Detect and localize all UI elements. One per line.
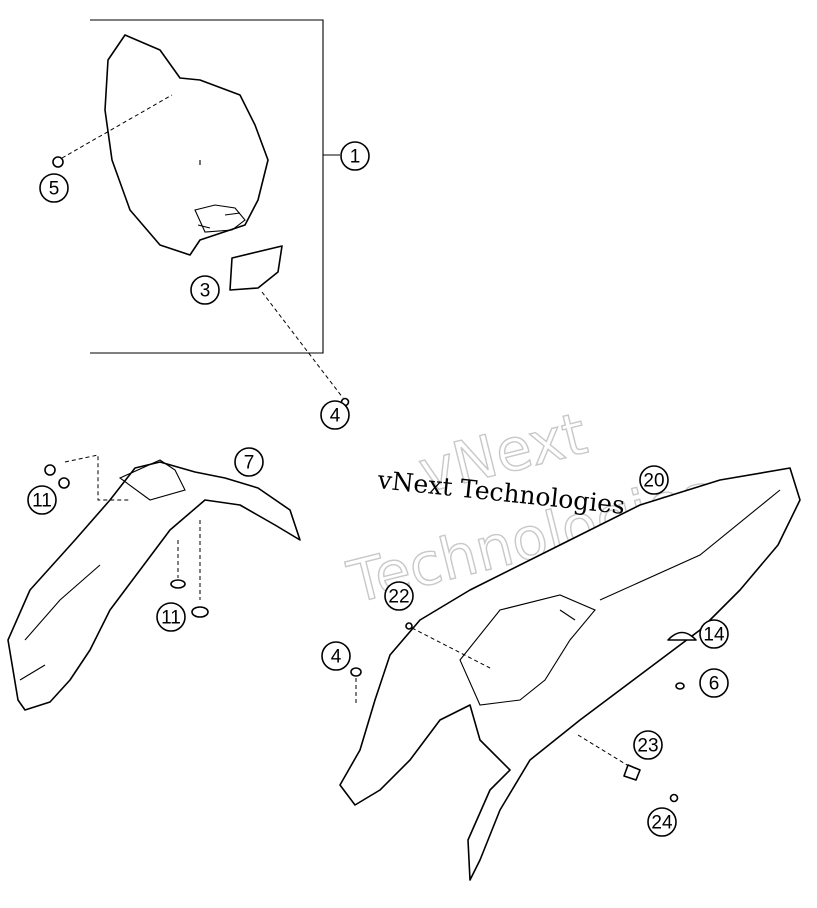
callout-14: 14	[699, 619, 729, 649]
callout-20-label: 20	[643, 471, 664, 492]
callout-24-label: 24	[651, 813, 673, 834]
grommet-14	[667, 631, 697, 641]
callout-14-label: 14	[703, 625, 725, 646]
number-plate-inner	[194, 160, 246, 233]
plate-bracket	[229, 245, 283, 291]
callout-24: 24	[647, 807, 677, 837]
callout-11-top-label: 11	[32, 491, 52, 512]
callout-23: 23	[633, 730, 663, 760]
callout-4-bottom-label: 4	[331, 647, 342, 668]
leader-4-top	[261, 291, 344, 399]
callout-22: 22	[384, 581, 414, 611]
callout-20: 20	[639, 465, 669, 495]
screw-22	[405, 622, 413, 630]
callout-1-label: 1	[350, 147, 361, 168]
callout-11-bottom-label: 11	[161, 608, 181, 629]
callout-3-label: 3	[200, 281, 211, 302]
screw-24	[669, 793, 679, 803]
leader-23	[577, 734, 633, 769]
assembly-bracket	[90, 19, 340, 354]
callout-23-label: 23	[637, 736, 658, 757]
clip-23	[623, 764, 641, 781]
leader-5	[61, 94, 173, 159]
callout-1: 1	[340, 141, 370, 171]
callout-4-top-label: 4	[330, 406, 341, 427]
callout-11-top: 11	[27, 485, 57, 515]
callout-5-label: 5	[49, 179, 60, 200]
nut-11b	[58, 477, 70, 489]
callout-22-label: 22	[388, 587, 409, 608]
leader-22	[411, 627, 491, 669]
callout-4-top: 4	[320, 400, 350, 430]
screw-5	[52, 156, 64, 168]
callout-6-label: 6	[709, 674, 720, 695]
washer-11b	[191, 606, 209, 618]
screw-6	[675, 682, 685, 690]
rear-fender	[339, 467, 801, 881]
screw-4-bottom	[350, 667, 362, 677]
callout-3: 3	[190, 275, 220, 305]
callout-6: 6	[699, 668, 729, 698]
callout-5: 5	[39, 173, 69, 203]
leader-11-top	[64, 454, 130, 501]
nut-11a	[44, 464, 56, 476]
washer-11a	[170, 579, 186, 589]
callout-7-label: 7	[244, 453, 255, 474]
front-fender	[7, 461, 301, 711]
callout-4-bottom: 4	[321, 641, 351, 671]
number-plate	[104, 34, 269, 256]
callout-7: 7	[234, 447, 264, 477]
rear-fender-inner	[459, 489, 781, 706]
front-fender-inner	[19, 459, 186, 681]
callout-11-bottom: 11	[156, 602, 186, 632]
